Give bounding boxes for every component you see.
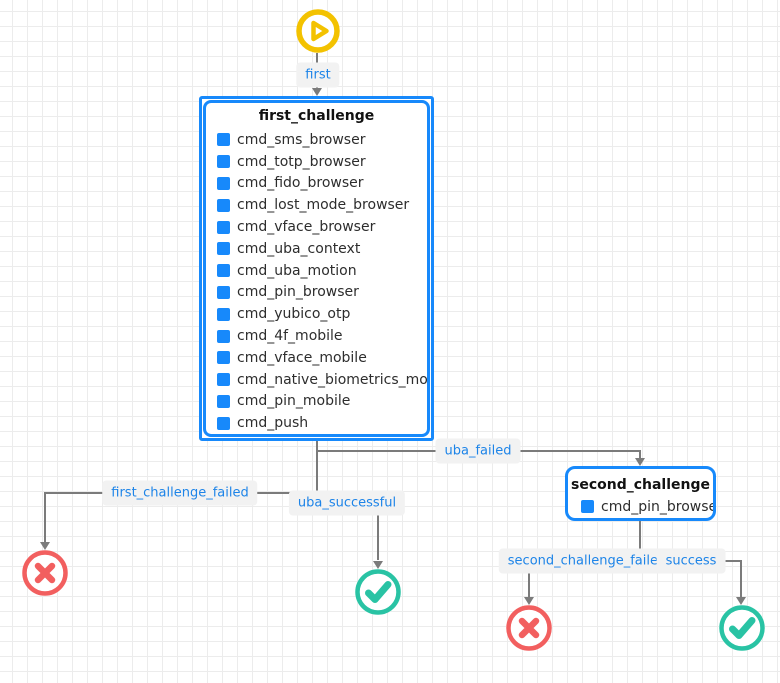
node-item: cmd_vface_browser (206, 216, 427, 238)
node-title: second_challenge (570, 477, 711, 493)
edge-label-uba-successful[interactable]: uba_successful (288, 490, 406, 516)
edge-label-first[interactable]: first (296, 62, 340, 88)
check-circle-icon (355, 569, 401, 615)
command-square-icon (217, 264, 230, 278)
node-item-label: cmd_4f_mobile (237, 328, 343, 345)
node-item-label: cmd_pin_browser (237, 284, 359, 301)
node-item: cmd_uba_motion (206, 260, 427, 282)
node-item: cmd_sms_browser (206, 129, 427, 151)
edge-success-vertical (740, 560, 742, 597)
arrowhead-into-second-challenge (635, 458, 645, 466)
node-item-label: cmd_vface_mobile (237, 349, 367, 366)
edge-label-second-challenge-failed[interactable]: second_challenge_failed (498, 548, 676, 574)
node-title: first_challenge (258, 108, 375, 124)
node-item: cmd_fido_browser (206, 173, 427, 195)
node-second-challenge[interactable]: second_challenge cmd_pin_browser (565, 466, 716, 521)
node-item: cmd_lost_mode_browser (206, 194, 427, 216)
edge-first-challenge-failed-vertical (44, 492, 46, 543)
node-item: cmd_pin_mobile (206, 391, 427, 413)
node-item-label: cmd_lost_mode_browser (237, 197, 410, 214)
command-square-icon (217, 198, 230, 212)
edge-second-challenge-trunk (639, 521, 641, 562)
terminal-failure-1[interactable] (22, 550, 68, 596)
node-item: cmd_yubico_otp (206, 303, 427, 325)
edge-second-challenge-failed-vertical (528, 560, 530, 597)
node-item: cmd_native_biometrics_mobile (206, 369, 427, 391)
command-square-icon (217, 416, 230, 430)
play-icon (296, 9, 340, 53)
check-circle-icon (719, 605, 765, 651)
terminal-success-2[interactable] (719, 605, 765, 651)
node-item: cmd_uba_context (206, 238, 427, 260)
edge-first-challenge-trunk (316, 441, 318, 494)
edge-uba-failed-vertical (639, 450, 641, 459)
command-square-icon (217, 307, 230, 321)
edge-label-uba-failed[interactable]: uba_failed (435, 438, 521, 464)
arrowhead-into-failure-1 (40, 542, 50, 550)
edge-uba-successful-vertical (377, 505, 379, 560)
command-square-icon (217, 176, 230, 190)
command-square-icon (217, 285, 230, 299)
arrowhead-into-success-1 (373, 561, 383, 569)
node-item: cmd_pin_browser (568, 496, 713, 518)
terminal-failure-2[interactable] (506, 605, 552, 651)
node-item-label: cmd_pin_browser (601, 498, 716, 515)
command-square-icon (217, 373, 230, 387)
node-item-label: cmd_fido_browser (237, 175, 364, 192)
arrowhead-into-first-challenge (312, 88, 322, 96)
edge-label-success[interactable]: success (656, 548, 726, 574)
node-item-label: cmd_uba_motion (237, 262, 357, 279)
node-item-label: cmd_native_biometrics_mobile (237, 371, 428, 388)
node-first-challenge[interactable]: first_challenge cmd_sms_browser cmd_totp… (199, 96, 434, 441)
node-item: cmd_push (206, 412, 427, 434)
terminal-success-1[interactable] (355, 569, 401, 615)
node-item-label: cmd_sms_browser (237, 131, 366, 148)
node-item-label: cmd_pin_mobile (237, 393, 351, 410)
edge-label-first-challenge-failed[interactable]: first_challenge_failed (102, 480, 258, 506)
command-square-icon (217, 329, 230, 343)
command-square-icon (217, 220, 230, 234)
command-square-icon (217, 155, 230, 169)
node-item-label: cmd_push (237, 415, 309, 432)
node-item: cmd_vface_mobile (206, 347, 427, 369)
command-square-icon (217, 394, 230, 408)
node-item-label: cmd_vface_browser (237, 219, 376, 236)
command-square-icon (217, 133, 230, 147)
arrowhead-into-failure-2 (524, 597, 534, 605)
node-item-label: cmd_yubico_otp (237, 306, 351, 323)
command-square-icon (581, 500, 594, 514)
start-node[interactable] (296, 9, 340, 53)
command-square-icon (217, 351, 230, 365)
arrowhead-into-success-2 (736, 597, 746, 605)
node-item: cmd_4f_mobile (206, 325, 427, 347)
node-item: cmd_totp_browser (206, 151, 427, 173)
node-item-label: cmd_uba_context (237, 240, 361, 257)
command-square-icon (217, 242, 230, 256)
node-item-label: cmd_totp_browser (237, 153, 366, 170)
cross-circle-icon (22, 550, 68, 596)
cross-circle-icon (506, 605, 552, 651)
node-item: cmd_pin_browser (206, 282, 427, 304)
